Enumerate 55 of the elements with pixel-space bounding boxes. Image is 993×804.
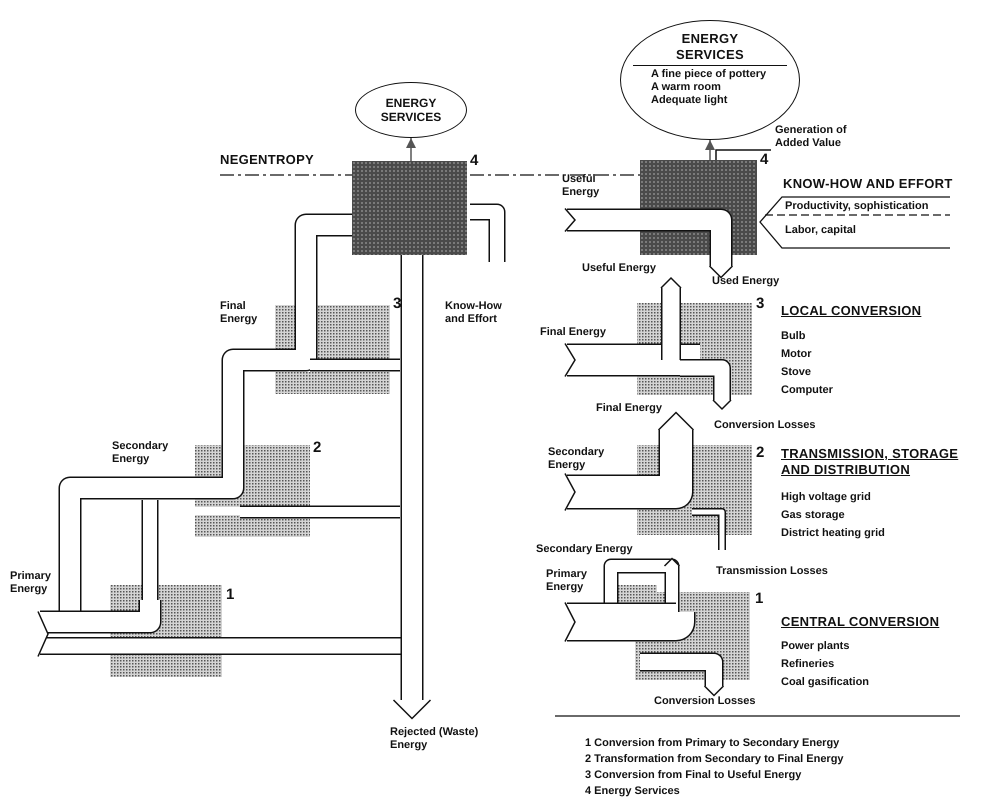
- list-item: Motor: [781, 348, 812, 361]
- list-item: High voltage grid: [781, 491, 871, 504]
- section-heading: LOCAL CONVERSION: [781, 303, 922, 319]
- flow-label: Know-How and Effort: [445, 300, 503, 326]
- arrow: [705, 140, 715, 160]
- list-item: A fine piece of pottery: [650, 68, 766, 81]
- legend-item: 4 Energy Services: [585, 785, 680, 798]
- list-item: Computer: [781, 384, 833, 397]
- list-item: Stove: [781, 366, 811, 379]
- list-item: Power plants: [781, 640, 850, 653]
- legend-item: 2 Transformation from Secondary to Final Energy: [585, 753, 844, 766]
- flow-label: Primary Energy: [10, 570, 52, 596]
- section-heading: CENTRAL CONVERSION: [781, 614, 940, 630]
- flow-label: Secondary Energy: [112, 440, 170, 466]
- leader-line: [715, 149, 771, 160]
- flow-label: Secondary Energy: [548, 446, 606, 472]
- list-item: Bulb: [781, 330, 806, 343]
- list-item: District heating grid: [781, 527, 885, 540]
- list-item: Refineries: [781, 658, 834, 671]
- stage-number: 3: [393, 296, 402, 312]
- flow-label: Final Energy: [220, 300, 258, 326]
- node-title: ENERGY SERVICES: [380, 96, 442, 124]
- legend-item: 1 Conversion from Primary to Secondary Energy: [585, 737, 840, 750]
- flow-label: Conversion Losses: [654, 695, 756, 708]
- flow-label: Conversion Losses: [714, 419, 816, 432]
- line-label: NEGENTROPY: [220, 152, 314, 168]
- stage-number: 4: [760, 152, 768, 168]
- list-item: Productivity, sophistication: [785, 200, 928, 213]
- shaded-block: [352, 161, 467, 255]
- flow-label: Useful Energy: [562, 173, 600, 199]
- list-item: A warm room: [650, 81, 721, 94]
- legend-item: 3 Conversion from Final to Useful Energy: [585, 769, 802, 782]
- stage-number: 2: [313, 440, 322, 456]
- stage-number: 4: [470, 153, 478, 169]
- section-heading: TRANSMISSION, STORAGE AND DISTRIBUTION: [781, 446, 960, 478]
- node-title: ENERGY SERVICES: [675, 31, 745, 63]
- stage-number: 2: [756, 445, 764, 461]
- flow-label: Used Energy: [712, 275, 780, 288]
- section-heading: KNOW-HOW AND EFFORT: [783, 176, 953, 192]
- flow-label: Final Energy: [596, 402, 662, 415]
- flow-label: Secondary Energy: [536, 543, 633, 556]
- list-item: Gas storage: [781, 509, 845, 522]
- flow-label: Rejected (Waste) Energy: [390, 726, 480, 752]
- list-item: Labor, capital: [785, 224, 856, 237]
- stage-number: 3: [756, 296, 764, 312]
- list-item: Coal gasification: [781, 676, 870, 689]
- list-item: Adequate light: [650, 94, 728, 107]
- stage-number: 1: [755, 591, 764, 607]
- flow-label: Transmission Losses: [716, 565, 828, 578]
- stage-number: 1: [226, 587, 234, 603]
- flow-label: Useful Energy: [582, 262, 656, 275]
- arrow: [406, 138, 416, 161]
- flow-label: Final Energy: [540, 326, 606, 339]
- flow-label: Primary Energy: [546, 568, 588, 594]
- annotation: Generation of Added Value: [775, 124, 875, 150]
